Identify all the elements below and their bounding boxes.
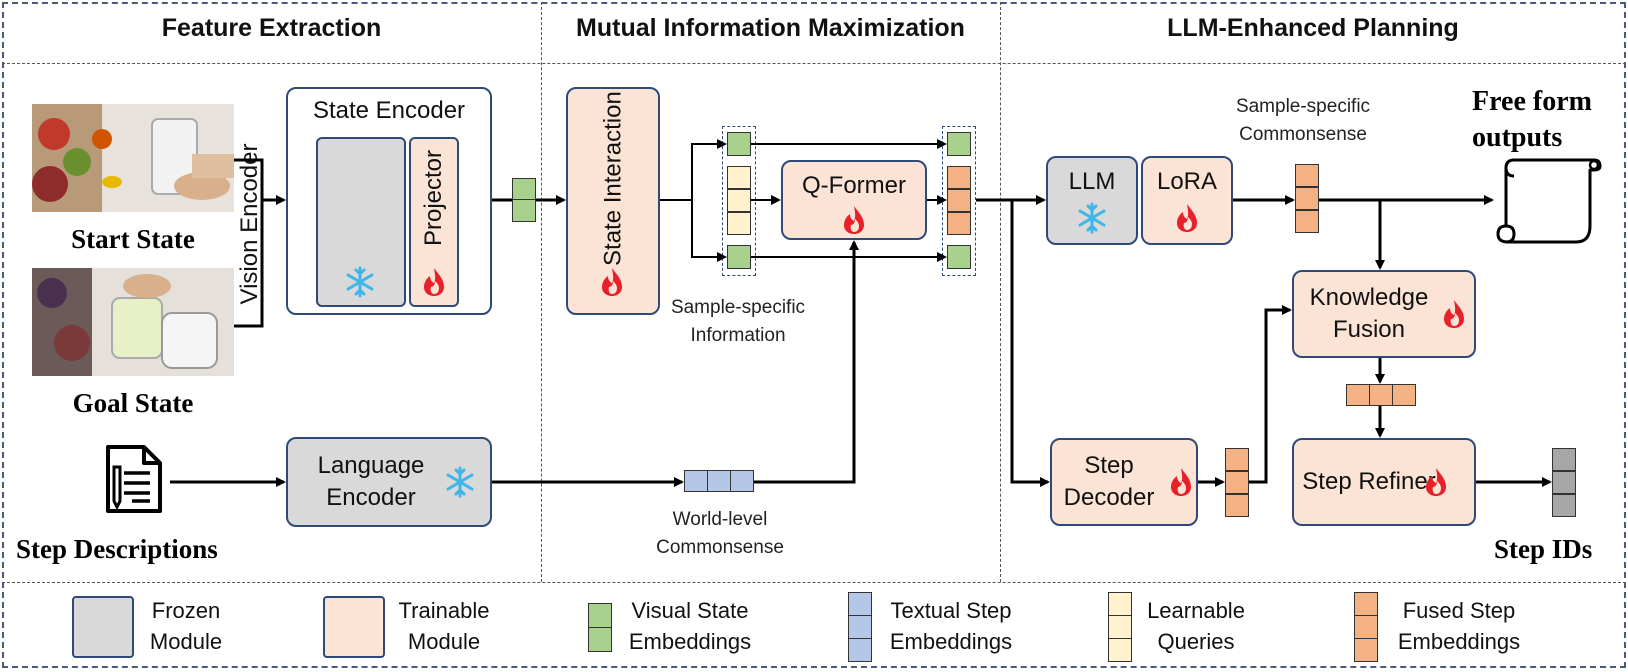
textual-embedding-3 — [730, 470, 754, 492]
section-title-feature-extraction: Feature Extraction — [161, 14, 382, 42]
visual-embedding-top-right — [947, 132, 971, 156]
legend-trainable-label: Trainable Module — [398, 598, 490, 654]
section-divider-1 — [541, 2, 542, 582]
start-state-connector — [234, 158, 264, 200]
visual-embedding-bottom-left — [727, 245, 751, 269]
legend-fused-swatch-middle — [1354, 615, 1378, 639]
fused-embedding-decoder-2 — [1225, 471, 1249, 494]
branch-top — [691, 139, 727, 200]
fused-embedding-qformer-3 — [947, 212, 971, 235]
legend-visual-swatch-bottom — [588, 627, 612, 652]
llm-label: LLM — [1068, 168, 1116, 195]
section-title-mutual-information: Mutual Information Maximization — [576, 14, 965, 42]
fused-to-step-decoder-arrow — [1010, 200, 1050, 487]
learnable-query-1 — [727, 166, 751, 189]
legend-visual-label: Visual State Embeddings — [628, 598, 752, 654]
decoder-embedding-to-fusion-arrow — [1249, 305, 1292, 484]
fused-embedding-qformer-1 — [947, 166, 971, 189]
scroll-icon — [1494, 156, 1604, 248]
step-refiner-label: Step Refiner — [1302, 467, 1436, 495]
section-title-llm-planning: LLM-Enhanced Planning — [1167, 14, 1459, 42]
fused-embedding-lora-3 — [1295, 210, 1319, 233]
fused-embedding-decoder-1 — [1225, 448, 1249, 471]
legend-divider — [2, 582, 1626, 583]
sample-specific-commonsense-label: Sample-specific Commonsense — [1235, 96, 1371, 145]
learnable-query-2 — [727, 189, 751, 212]
legend-textual-label: Textual Step Embeddings — [889, 598, 1013, 654]
visual-embedding-top-left — [727, 132, 751, 156]
fused-embedding-qformer-2 — [947, 189, 971, 212]
document-icon — [104, 443, 164, 515]
q-former-box: Q-Former — [781, 160, 927, 240]
language-encoder-label: Language Encoder — [317, 451, 425, 511]
step-id-cell-1 — [1552, 448, 1576, 471]
legend-fused-swatch-bottom — [1354, 638, 1378, 662]
step-refiner-box: Step Refiner — [1292, 438, 1476, 526]
legend-frozen-swatch — [72, 596, 134, 658]
lora-label: LoRA — [1156, 168, 1218, 195]
step-id-cell-3 — [1552, 494, 1576, 517]
step-descriptions-label: Step Descriptions — [16, 534, 218, 564]
learnable-query-3 — [727, 212, 751, 235]
fused-embedding-lora-2 — [1295, 187, 1319, 210]
legend-queries-swatch-middle — [1108, 615, 1132, 639]
section-divider-2 — [1000, 2, 1001, 582]
legend-trainable-swatch — [323, 596, 385, 658]
legend-textual-swatch-bottom — [848, 638, 872, 662]
legend-textual-swatch-middle — [848, 615, 872, 639]
branch-bottom — [691, 200, 727, 262]
projector-box — [409, 137, 459, 307]
legend-textual-swatch-top — [848, 592, 872, 616]
step-id-cell-2 — [1552, 471, 1576, 494]
sample-specific-information-label: Sample-specific Information — [670, 297, 806, 346]
text-embedding-to-q-former-arrow — [754, 240, 859, 484]
visual-embedding-bottom-right — [947, 245, 971, 269]
state-interaction-box — [566, 87, 660, 315]
free-form-outputs-label: Free form outputs — [1472, 86, 1592, 154]
visual-embedding-encoder-output-bottom — [512, 199, 536, 222]
lora-box: LoRA — [1141, 156, 1233, 245]
fused-embedding-lora-1 — [1295, 164, 1319, 187]
fused-embedding-decoder-3 — [1225, 494, 1249, 517]
legend-frozen-label: Frozen Module — [149, 598, 223, 654]
snowflake-icon — [90, 202, 1106, 644]
step-ids-label: Step IDs — [1494, 534, 1593, 564]
q-former-label: Q-Former — [802, 172, 906, 199]
knowledge-fusion-box: Knowledge Fusion — [1292, 270, 1476, 358]
step-decoder-label: Step Decoder — [1063, 451, 1155, 511]
start-state-image — [32, 104, 234, 212]
header-divider — [2, 63, 1626, 64]
state-encoder-label: State Encoder — [312, 97, 466, 124]
legend-queries-swatch-top — [1108, 592, 1132, 616]
legend-fused-label: Fused Step Embeddings — [1397, 598, 1521, 654]
legend-queries-swatch-bottom — [1108, 638, 1132, 662]
goal-state-image — [32, 268, 234, 376]
flame-icon — [344, 204, 1464, 642]
legend-visual-swatch-top — [588, 603, 612, 628]
legend-queries-label: Learnable Queries — [1147, 598, 1245, 654]
goal-state-connector — [234, 200, 264, 328]
world-level-commonsense-label: World-level Commonsense — [656, 509, 784, 558]
fused-embedding-fusion-3 — [1392, 384, 1416, 406]
goal-state-label: Goal State — [72, 388, 194, 418]
legend-fused-swatch-top — [1354, 592, 1378, 616]
start-state-label: Start State — [71, 224, 195, 254]
knowledge-fusion-label: Knowledge Fusion — [1309, 283, 1429, 343]
